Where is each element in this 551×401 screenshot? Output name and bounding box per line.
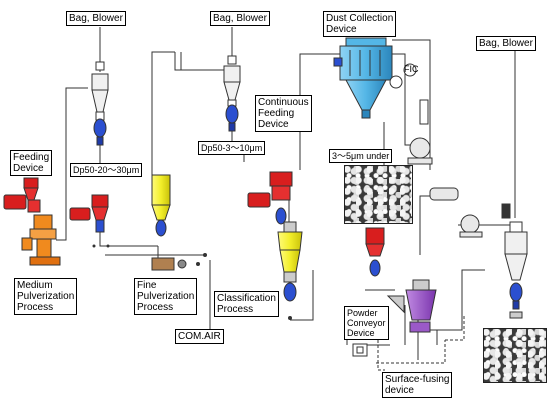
- control-box: [352, 343, 368, 357]
- surface-fusing-unit: [386, 279, 437, 333]
- continuous-feeding-label: Continuous Feeding Device: [255, 95, 312, 132]
- cyclone-1: [91, 61, 109, 146]
- classifier: [277, 221, 303, 302]
- fine-pulverization-label: Fine Pulverization Process: [134, 278, 198, 315]
- cyclone-3: [504, 221, 528, 319]
- dust-collector: [333, 37, 393, 119]
- powder-conveyor-label: Powder Conveyor Device: [344, 306, 389, 340]
- fine-pulverizer: [151, 174, 187, 271]
- bag-blower-label-3: Bag, Blower: [476, 36, 536, 51]
- particle-micrograph-1: [344, 165, 413, 224]
- size-under-label: 3～5μm under: [329, 149, 393, 163]
- bag-blower-label-1: Bag, Blower: [66, 11, 126, 26]
- feeding-device-1: [3, 177, 41, 213]
- piping-lines: [56, 27, 520, 360]
- com-air-label: COM.AIR: [175, 329, 224, 344]
- medium-pulverizer: [21, 214, 61, 266]
- dp50-medium-label: Dp50-20～30μm: [70, 163, 143, 177]
- feeding-device-4: [365, 227, 385, 277]
- feeding-device-2: [69, 194, 109, 233]
- surface-fusing-label: Surface-fusing device: [382, 372, 453, 398]
- particle-micrograph-2: [483, 328, 547, 383]
- feeding-device-label: Feeding Device: [10, 150, 53, 176]
- continuous-feeding-device: [247, 171, 293, 225]
- dust-collection-label: Dust Collection Device: [323, 11, 397, 37]
- cyclone-2: [223, 55, 241, 132]
- blower-units: [389, 63, 511, 238]
- bag-blower-label-2: Bag, Blower: [210, 11, 270, 26]
- fic-tag: FIC: [404, 64, 419, 74]
- small-valves: [92, 244, 292, 320]
- classification-label: Classification Process: [214, 291, 279, 317]
- medium-pulverization-label: Medium Pulverization Process: [14, 278, 78, 315]
- dp50-fine-label: Dp50-3～10μm: [198, 141, 266, 155]
